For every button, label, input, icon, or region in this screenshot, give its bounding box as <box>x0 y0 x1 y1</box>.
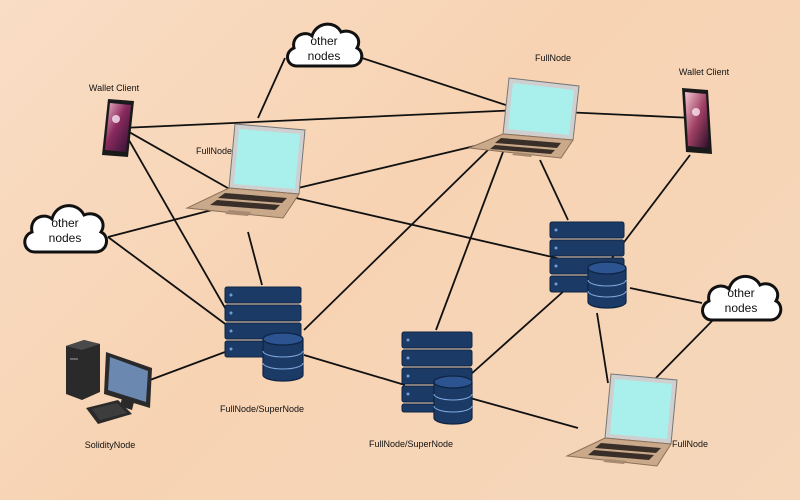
link <box>469 397 579 429</box>
cloud-label-line2: nodes <box>307 49 341 63</box>
cloud-icon <box>286 22 364 68</box>
server-icon <box>549 221 627 309</box>
wallet-client-right <box>678 86 714 156</box>
link <box>247 231 263 286</box>
laptop-icon <box>468 77 580 159</box>
laptop-icon <box>565 373 678 467</box>
fullnode-bottom-label: FullNode <box>671 439 709 449</box>
supernode-left-label: FullNode/SuperNode <box>219 404 305 414</box>
link <box>435 151 504 331</box>
cloud-other-nodes-right: other nodes <box>698 266 784 328</box>
wallet-client-left-label: Wallet Client <box>88 83 140 93</box>
link <box>149 351 226 381</box>
fullnode-laptop-bottom <box>565 372 680 468</box>
fullnode-laptop-center <box>185 122 310 220</box>
desktop-computer-icon <box>66 340 152 424</box>
link <box>611 154 691 259</box>
cloud-label-line1: other <box>310 34 338 48</box>
link <box>121 127 241 196</box>
cloud-other-nodes-top: other nodes <box>283 14 365 76</box>
smartphone-icon <box>102 99 134 157</box>
laptop-icon <box>185 123 306 219</box>
supernode-center <box>400 330 484 426</box>
link <box>629 287 703 304</box>
supernode-left <box>223 285 307 383</box>
link <box>107 236 229 327</box>
link <box>361 57 516 109</box>
link <box>257 57 286 119</box>
server-right <box>548 220 632 310</box>
server-icon <box>224 286 304 382</box>
link <box>469 289 566 376</box>
link <box>651 317 716 383</box>
cloud-label-line1: other <box>51 216 79 230</box>
fullnode-top-label: FullNode <box>534 53 572 63</box>
link <box>539 159 569 221</box>
cloud-label-line2: nodes <box>724 301 758 315</box>
link <box>121 109 521 129</box>
cloud-icon <box>23 204 108 254</box>
wallet-client-left <box>100 97 136 159</box>
solidity-node-desktop <box>62 338 158 426</box>
solidity-node-label: SolidityNode <box>84 440 136 450</box>
cloud-label-line1: other <box>727 286 755 300</box>
supernode-center-label: FullNode/SuperNode <box>368 439 454 449</box>
link <box>297 139 501 189</box>
wallet-client-right-label: Wallet Client <box>678 67 730 77</box>
link <box>121 127 233 321</box>
cloud-other-nodes-left: other nodes <box>20 194 110 260</box>
link <box>295 197 601 269</box>
link <box>303 147 491 331</box>
fullnode-center-label: FullNode <box>195 146 233 156</box>
link <box>596 312 609 384</box>
smartphone-icon <box>682 88 712 154</box>
fullnode-laptop-top <box>465 76 585 161</box>
link <box>303 354 406 386</box>
server-icon <box>401 331 473 425</box>
cloud-label-line2: nodes <box>48 231 82 245</box>
cloud-icon <box>701 275 783 322</box>
